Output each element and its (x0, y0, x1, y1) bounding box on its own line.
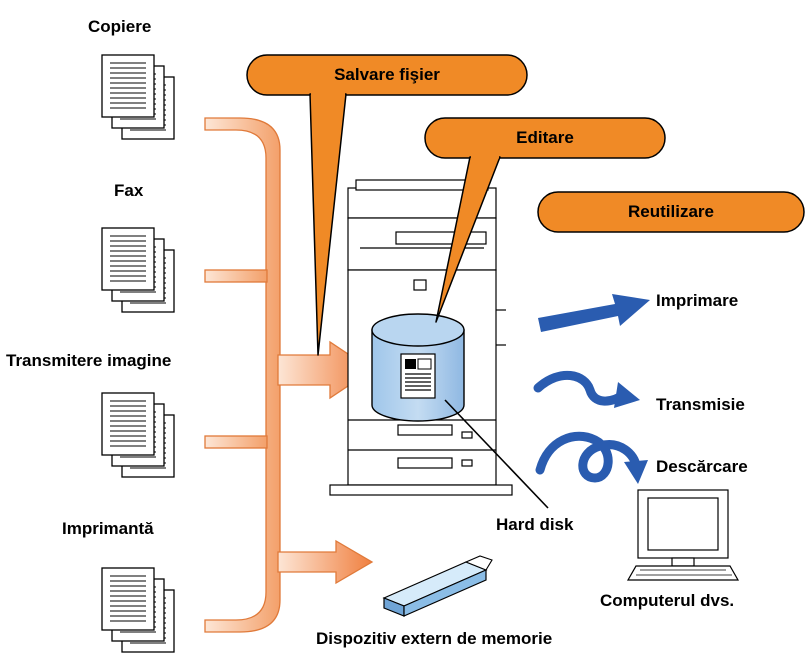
hard-disk-pointer-line (444, 399, 549, 509)
reuse-callout (537, 191, 805, 233)
transmit-arrow-icon (533, 370, 640, 408)
hard-disk-label: Hard disk (496, 515, 574, 534)
fax-label: Fax (114, 181, 144, 200)
reuse-label: Reutilizare (628, 202, 714, 221)
printer-label: Imprimantă (62, 519, 154, 538)
file-save-label: Salvare fişier (334, 65, 440, 84)
external-memory-label: Dispozitiv extern de memorie (316, 629, 553, 648)
copy-label: Copiere (88, 17, 152, 36)
computer-icon (626, 489, 740, 581)
image-send-document-stack-icon (101, 392, 175, 478)
hard-disk-icon (371, 313, 465, 422)
printer-document-stack-icon (101, 567, 175, 653)
computer-label: Computerul dvs. (600, 591, 735, 610)
edit-callout (424, 117, 666, 323)
print-arrow-icon (538, 294, 650, 332)
download-label: Descărcare (656, 457, 748, 476)
download-arrow-icon (535, 431, 648, 484)
image-send-label: Transmitere imagine (6, 351, 172, 370)
fax-document-stack-icon (101, 227, 175, 313)
copy-document-stack-icon (101, 54, 175, 140)
to-external-memory-arrow (277, 539, 374, 585)
print-label: Imprimare (656, 291, 739, 310)
file-save-callout (246, 54, 528, 356)
flow-bracket (204, 117, 374, 633)
transmit-label: Transmisie (656, 395, 745, 414)
external-memory-stick-icon (382, 555, 493, 617)
edit-label: Editare (516, 128, 574, 147)
